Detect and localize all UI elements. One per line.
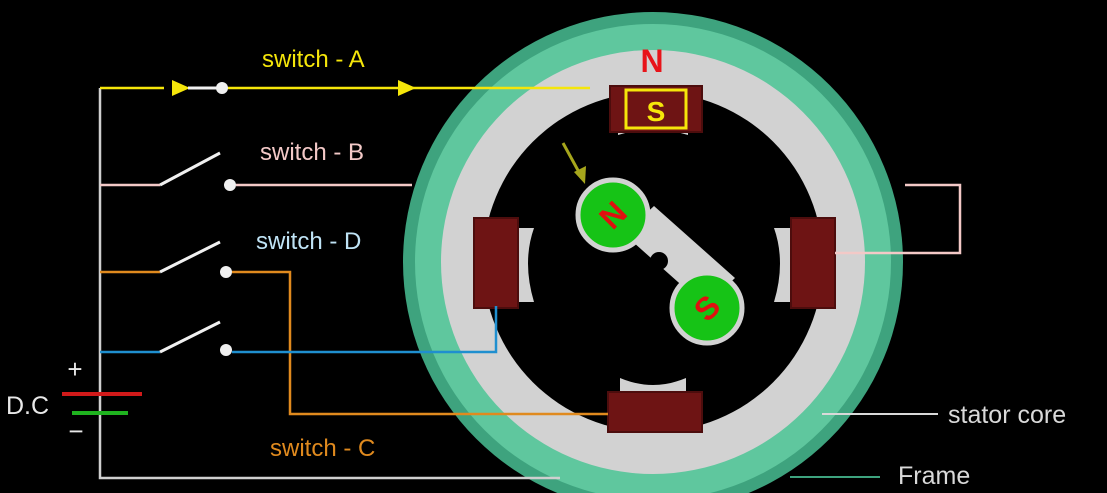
battery-minus-label: − <box>68 416 83 446</box>
pole-shoe-left <box>516 228 534 302</box>
switch-d-blade <box>159 240 221 274</box>
switches <box>159 82 236 356</box>
stator-pole-left <box>473 217 519 309</box>
rotor-shaft <box>650 252 668 270</box>
pole-shoe-right <box>774 228 792 302</box>
wire-c-right <box>232 306 498 354</box>
motor: S N N S <box>403 12 903 493</box>
switch-c-contact <box>220 344 232 356</box>
switch-b-label: switch - B <box>260 139 364 166</box>
stator-core-label: stator core <box>948 401 1066 429</box>
switch-c-label: switch - C <box>270 435 375 462</box>
switch-a-contact <box>216 82 228 94</box>
switch-d-label: switch - D <box>256 228 361 255</box>
current-arrow-1 <box>172 80 190 96</box>
rotor-pointer-arrow <box>561 142 586 184</box>
wire-common <box>98 88 560 480</box>
switch-b-contact <box>224 179 236 191</box>
battery: + − D.C <box>6 354 142 446</box>
stator-top-pole-label: N <box>640 43 663 79</box>
rotor-south-magnet <box>669 270 745 346</box>
stator-top-magnet-label: S <box>647 96 666 127</box>
switch-d-contact <box>220 266 232 278</box>
wire-b-return <box>835 183 962 255</box>
switch-a-label: switch - A <box>262 46 365 73</box>
frame-label: Frame <box>898 462 970 490</box>
dc-label: D.C <box>6 392 49 420</box>
stator-top-magnet-box <box>624 88 688 130</box>
rotor: N S <box>575 177 745 346</box>
stator-pole-bottom <box>607 391 703 433</box>
stator-pole-right <box>790 217 836 309</box>
rotor-north-magnet <box>575 177 651 253</box>
current-arrow-2 <box>398 80 416 96</box>
wire-d-right <box>232 270 608 416</box>
switch-c-blade <box>159 320 221 354</box>
switch-b-blade <box>159 151 221 187</box>
battery-plus-label: + <box>67 354 82 384</box>
